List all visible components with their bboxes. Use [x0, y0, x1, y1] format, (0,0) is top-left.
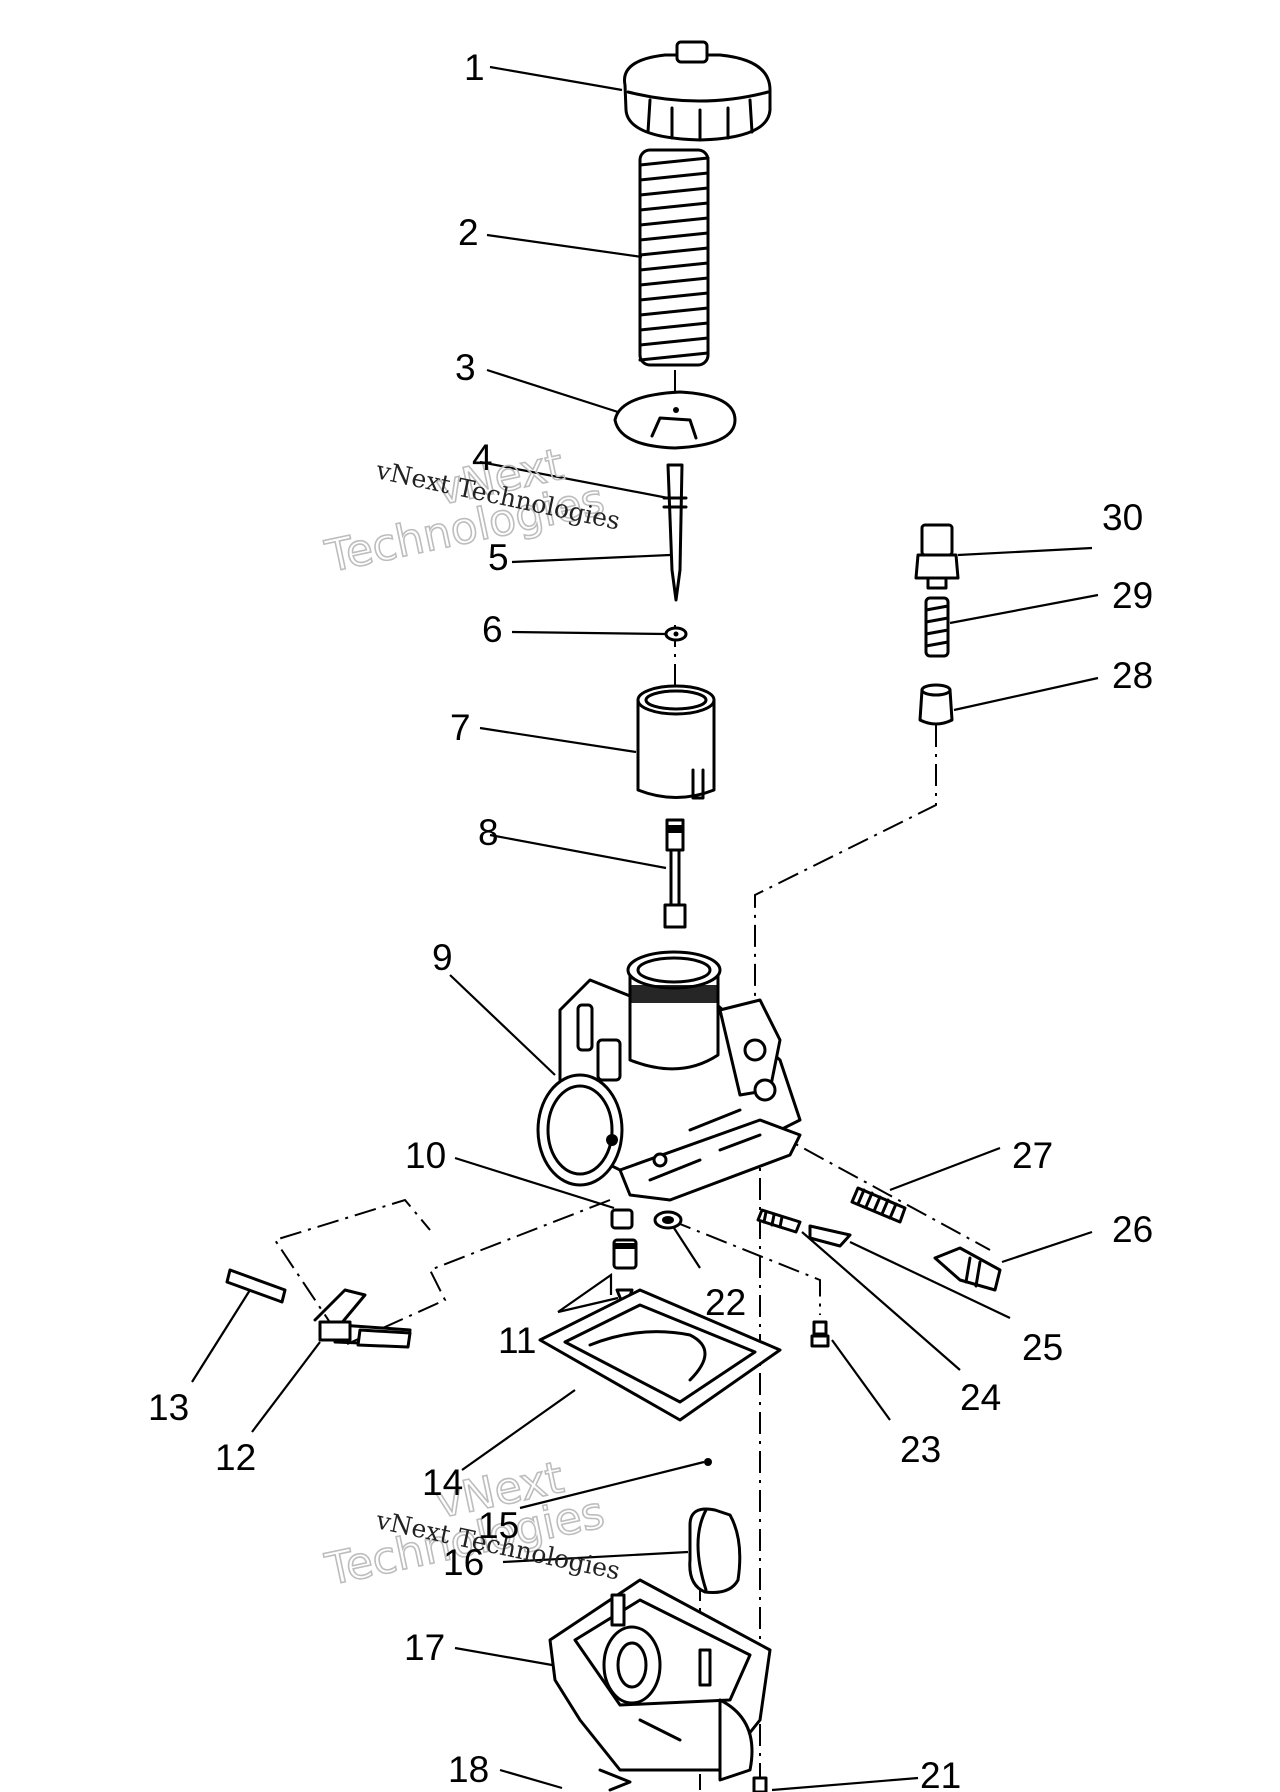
part-14-gasket [538, 1288, 782, 1422]
callout-3: 3 [455, 347, 476, 388]
part-15-pin [704, 1458, 712, 1466]
part-8-jet [663, 818, 687, 929]
callout-29: 29 [1112, 575, 1153, 616]
callout-26: 26 [1112, 1209, 1153, 1250]
part-17-bowl [548, 1578, 772, 1792]
callout-24: 24 [960, 1377, 1001, 1418]
part-29-spring [924, 596, 950, 658]
part-6-washer [664, 626, 688, 642]
part-24-screw [756, 1208, 802, 1234]
callout-14: 14 [422, 1462, 463, 1503]
callout-30: 30 [1102, 497, 1143, 538]
callout-28: 28 [1112, 655, 1153, 696]
part-22-washer [653, 1210, 683, 1230]
part-21-stub [752, 1776, 768, 1792]
part-9-carb-body [536, 950, 802, 1202]
callout-18: 18 [448, 1749, 489, 1790]
callout-27: 27 [1012, 1135, 1053, 1176]
part-12-float-arm [313, 1288, 412, 1349]
callout-4: 4 [472, 437, 493, 478]
part-16-float [688, 1507, 742, 1594]
part-5-needle [662, 463, 688, 602]
callout-13: 13 [148, 1387, 189, 1428]
callout-16: 16 [443, 1542, 484, 1583]
callout-5: 5 [488, 537, 509, 578]
part-2-spring [638, 148, 710, 367]
callout-11: 11 [498, 1320, 536, 1361]
callout-21: 21 [920, 1755, 961, 1792]
callout-8: 8 [478, 812, 499, 853]
callout-2: 2 [458, 212, 479, 253]
part-27-spring [850, 1186, 907, 1224]
callout-22: 22 [705, 1282, 746, 1323]
callout-25: 25 [1022, 1327, 1063, 1368]
callout-1: 1 [464, 47, 485, 88]
callout-12: 12 [215, 1437, 256, 1478]
part-7-slide [636, 684, 716, 800]
callout-17: 17 [404, 1627, 445, 1668]
callout-23: 23 [900, 1429, 941, 1470]
leader-lines [191, 65, 1099, 1792]
callout-9: 9 [432, 937, 453, 978]
part-26-screw [933, 1246, 1002, 1292]
part-30-fitting [914, 523, 960, 590]
callout-7: 7 [450, 707, 471, 748]
part-13-pin [225, 1268, 287, 1304]
part-23-plug [810, 1320, 830, 1348]
part-25-screw [808, 1224, 852, 1248]
callout-15: 15 [478, 1505, 519, 1546]
part-1-cap [623, 40, 772, 142]
callout-numbers: 1 2 3 4 5 6 7 8 9 10 11 12 13 14 15 16 1… [148, 47, 1153, 1792]
part-3-plate [613, 390, 737, 450]
part-28-nut [918, 683, 954, 726]
callout-6: 6 [482, 609, 503, 650]
callout-10: 10 [405, 1135, 446, 1176]
